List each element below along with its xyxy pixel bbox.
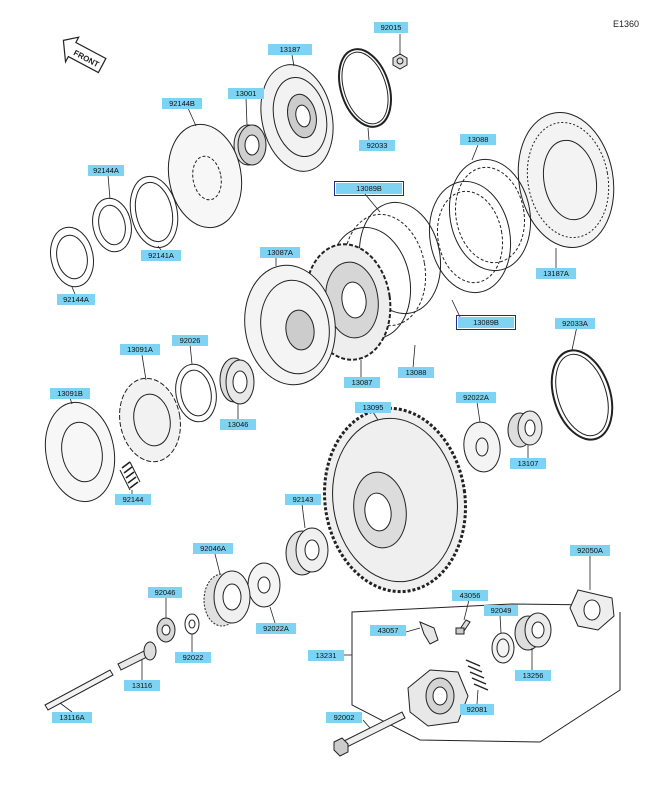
- cover-92050A-icon: [569, 589, 615, 631]
- label-92141A: 92141A: [141, 250, 181, 261]
- washer-92022A-bottom-icon: [247, 562, 281, 608]
- label-13231: 13231: [308, 650, 344, 661]
- sleeve-13046-icon: [219, 357, 255, 405]
- label-13046: 13046: [220, 419, 256, 430]
- damper-13091A-icon: [119, 377, 181, 463]
- label-92046A: 92046A: [193, 543, 233, 554]
- push-rod-13116A-icon: [44, 669, 114, 711]
- needle-bearing-92046A-icon: [203, 570, 251, 627]
- leader-lines: [59, 34, 591, 729]
- snap-ring-92033A-icon: [550, 349, 614, 441]
- label-92015: 92015: [374, 22, 408, 33]
- label-13256: 13256: [515, 670, 551, 681]
- label-13116A: 13116A: [52, 712, 92, 723]
- washer-92144A-top-icon: [92, 197, 132, 253]
- plate-13187A-icon: [517, 112, 615, 248]
- bearing-13001-icon: [233, 124, 267, 166]
- label-92081: 92081: [460, 704, 494, 715]
- label-92022A-top: 92022A: [456, 392, 496, 403]
- label-13087A: 13087A: [260, 247, 300, 258]
- label-92046: 92046: [148, 587, 182, 598]
- oil-seal-92049-icon: [491, 632, 515, 664]
- label-92144A-top: 92144A: [88, 165, 124, 176]
- spring-92144-icon: [119, 461, 141, 491]
- plate-13091B-icon: [44, 401, 116, 503]
- hub-housing-13087A-icon: [244, 264, 336, 386]
- label-92002: 92002: [326, 712, 362, 723]
- release-cylinder-body-icon: [407, 669, 469, 727]
- collar-92143-icon: [285, 527, 329, 576]
- label-92033A: 92033A: [555, 318, 595, 329]
- label-92144B: 92144B: [162, 98, 202, 109]
- front-arrow-icon: FRONT: [62, 36, 107, 74]
- label-13187: 13187: [268, 44, 312, 55]
- label-13089B-bottom: 13089B: [456, 315, 516, 330]
- pressure-plate-13187-icon: [260, 64, 334, 172]
- label-13001: 13001: [228, 88, 264, 99]
- washer-92144A-bottom-icon: [50, 226, 94, 288]
- washer-92026-icon: [175, 363, 217, 423]
- label-92144: 92144: [115, 494, 151, 505]
- washer-92022A-top-icon: [463, 421, 501, 473]
- label-92033: 92033: [359, 140, 395, 151]
- label-13088-bottom: 13088: [398, 367, 434, 378]
- label-92143: 92143: [285, 494, 321, 505]
- clutch-hub-13087-icon: [304, 243, 392, 361]
- label-13116: 13116: [124, 680, 160, 691]
- bolt-92015-icon: [392, 53, 408, 70]
- label-92144A-bottom: 92144A: [57, 294, 95, 305]
- bolt-92002-icon: [333, 711, 406, 757]
- label-13091B: 13091B: [50, 388, 90, 399]
- clutch-housing-13095-icon: [323, 406, 467, 594]
- bearing-13256-icon: [514, 612, 552, 651]
- figure-id: E1360: [612, 19, 639, 29]
- label-13095: 13095: [355, 402, 391, 413]
- label-92050A: 92050A: [570, 545, 610, 556]
- label-43057: 43057: [370, 625, 406, 636]
- label-92026: 92026: [172, 335, 208, 346]
- label-92049: 92049: [484, 605, 518, 616]
- friction-plates-13088-icon: [428, 158, 532, 294]
- push-piece-13116-icon: [117, 641, 157, 671]
- label-13187A: 13187A: [536, 268, 576, 279]
- ring-92141A-icon: [129, 175, 179, 249]
- label-92022: 92022: [175, 652, 211, 663]
- washer-92022-icon: [184, 613, 200, 635]
- bearing-92046-icon: [156, 617, 176, 643]
- bleeder-43056-icon: [455, 619, 471, 635]
- snap-ring-92033-icon: [338, 48, 392, 128]
- label-13107: 13107: [510, 458, 546, 469]
- spring-92081-icon: [465, 659, 489, 691]
- label-13091A: 13091A: [120, 344, 160, 355]
- spring-plate-92144B-icon: [167, 123, 243, 229]
- sleeve-13107-icon: [507, 410, 543, 448]
- release-assembly-bracket: [351, 603, 621, 743]
- label-43056: 43056: [452, 590, 488, 601]
- cap-43057-icon: [419, 621, 439, 645]
- label-13088-top: 13088: [460, 134, 496, 145]
- label-13087: 13087: [344, 377, 380, 388]
- label-92022A-bottom: 92022A: [256, 623, 296, 634]
- label-13089B-top: 13089B: [334, 181, 404, 196]
